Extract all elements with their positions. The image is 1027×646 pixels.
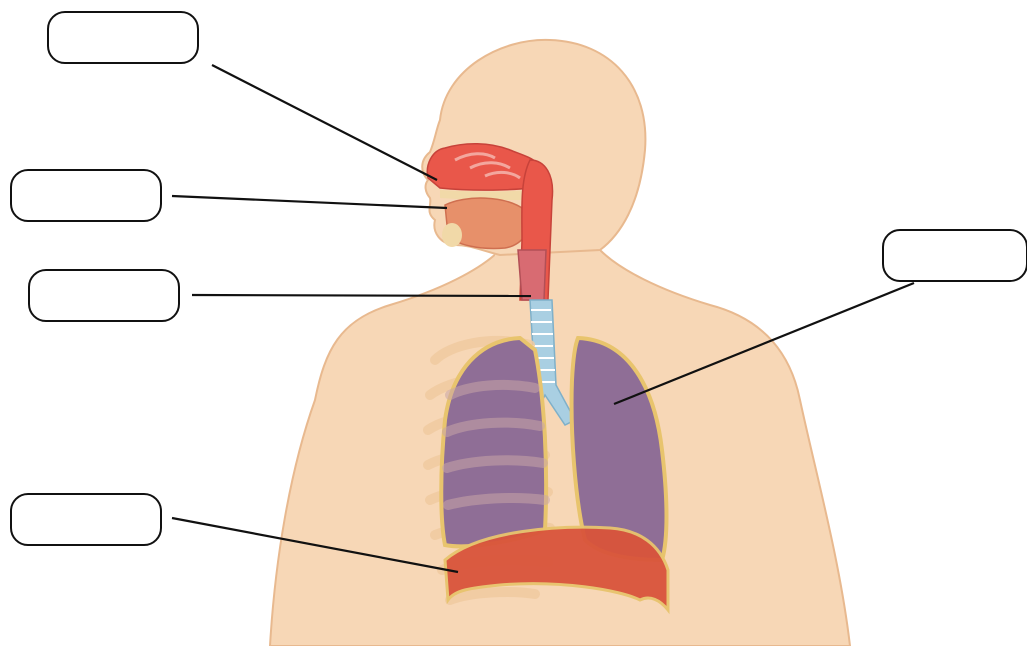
leader-line-oral: [172, 196, 447, 208]
label-box-lung[interactable]: [882, 229, 1027, 282]
label-box-diaphragm[interactable]: [10, 493, 162, 546]
leader-line-nasal: [212, 65, 437, 180]
larynx-shape: [518, 250, 546, 300]
pharynx: [518, 160, 553, 300]
label-box-oral-cavity[interactable]: [10, 169, 162, 222]
label-box-larynx[interactable]: [28, 269, 180, 322]
oral-cavity: [440, 190, 530, 248]
label-box-nasal-cavity[interactable]: [47, 11, 199, 64]
leader-line-larynx: [192, 295, 531, 296]
chin-teeth: [442, 223, 462, 247]
